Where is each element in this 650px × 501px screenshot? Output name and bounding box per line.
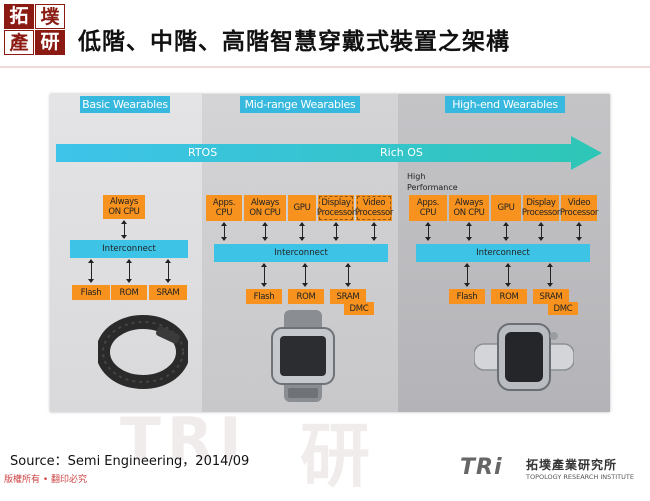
- dmc-block: DMC: [344, 302, 374, 315]
- tier-header-mid: Mid-range Wearables: [240, 96, 360, 113]
- connector-arrow: [371, 222, 377, 241]
- os-label-rich-os: Rich OS: [380, 146, 423, 159]
- os-label-rtos: RTOS: [188, 146, 218, 159]
- connector-arrow: [464, 263, 470, 287]
- connector-arrow: [299, 222, 305, 241]
- watermark: TRI: [120, 405, 248, 475]
- connector-arrow: [302, 263, 308, 287]
- os-progression-arrow: [56, 136, 602, 170]
- watermark: 研: [300, 415, 370, 497]
- title-divider: [0, 66, 650, 68]
- rom-block: ROM: [111, 285, 147, 300]
- dmc-block: DMC: [548, 302, 578, 315]
- connector-arrow: [261, 263, 267, 287]
- connector-arrow: [576, 222, 582, 241]
- interconnect-bar: Interconnect: [214, 244, 388, 262]
- tri-org-english: TOPOLOGY RESEARCH INSTITUTE: [526, 473, 634, 481]
- connector-arrow: [466, 222, 472, 241]
- video-processor-block: Video Processor: [355, 195, 393, 221]
- connector-arrow: [425, 222, 431, 241]
- tier-header-high: High-end Wearables: [445, 96, 565, 113]
- source-citation: Source：Semi Engineering，2014/09: [10, 454, 250, 469]
- flash-block: Flash: [246, 289, 282, 304]
- tri-org-name: 拓墣產業研究所: [526, 458, 618, 472]
- interconnect-bar: Interconnect: [70, 240, 188, 258]
- logo-char: 墣: [35, 4, 65, 29]
- connector-arrow: [88, 259, 94, 283]
- display-processor-block: Display Processor: [522, 195, 560, 221]
- brand-logo: 拓 墣 產 研: [4, 4, 66, 56]
- tier-header-basic: Basic Wearables: [80, 96, 170, 113]
- connector-arrow: [538, 222, 544, 241]
- connector-arrow: [121, 220, 127, 239]
- interconnect-bar: Interconnect: [416, 244, 590, 262]
- architecture-diagram: Basic Wearables Mid-range Wearables High…: [50, 94, 610, 412]
- high-performance-note: High Performance: [407, 172, 458, 192]
- connector-arrow: [547, 263, 553, 287]
- flash-block: Flash: [72, 285, 110, 300]
- tri-logo: TRi 拓墣產業研究所 TOPOLOGY RESEARCH INSTITUTE: [460, 455, 645, 483]
- apps-cpu-block: Apps. CPU: [409, 195, 447, 221]
- rom-block: ROM: [288, 289, 324, 304]
- video-processor-block: Video Processor: [560, 195, 598, 221]
- gpu-block: GPU: [288, 195, 316, 221]
- copyright-notice: 版權所有 • 翻印必究: [4, 475, 88, 485]
- apps-cpu-block: Apps. CPU: [206, 195, 242, 221]
- logo-char: 拓: [4, 4, 34, 29]
- display-processor-block: Display Processor: [317, 195, 355, 221]
- sram-block: SRAM: [330, 289, 366, 304]
- tri-logo-mark: TRi: [460, 455, 503, 480]
- always-on-cpu-block: Always ON CPU: [244, 195, 286, 221]
- connector-arrow: [345, 263, 351, 287]
- flash-block: Flash: [449, 289, 485, 304]
- always-on-cpu-block: Always ON CPU: [103, 195, 145, 219]
- slide-title: 低階、中階、高階智慧穿戴式裝置之架構: [78, 28, 510, 55]
- always-on-cpu-block: Always ON CPU: [449, 195, 489, 221]
- connector-arrow: [505, 263, 511, 287]
- premium-smartwatch-image: [474, 323, 574, 391]
- connector-arrow: [503, 222, 509, 241]
- connector-arrow: [221, 222, 227, 241]
- logo-char: 產: [4, 30, 34, 55]
- fitness-band-image: [98, 315, 188, 389]
- gpu-block: GPU: [491, 195, 521, 221]
- rom-block: ROM: [491, 289, 527, 304]
- sram-block: SRAM: [533, 289, 569, 304]
- connector-arrow: [262, 222, 268, 241]
- logo-char: 研: [35, 30, 65, 55]
- smartwatch-image: [271, 310, 335, 402]
- connector-arrow: [165, 259, 171, 283]
- connector-arrow: [333, 222, 339, 241]
- connector-arrow: [126, 259, 132, 283]
- sram-block: SRAM: [149, 285, 187, 300]
